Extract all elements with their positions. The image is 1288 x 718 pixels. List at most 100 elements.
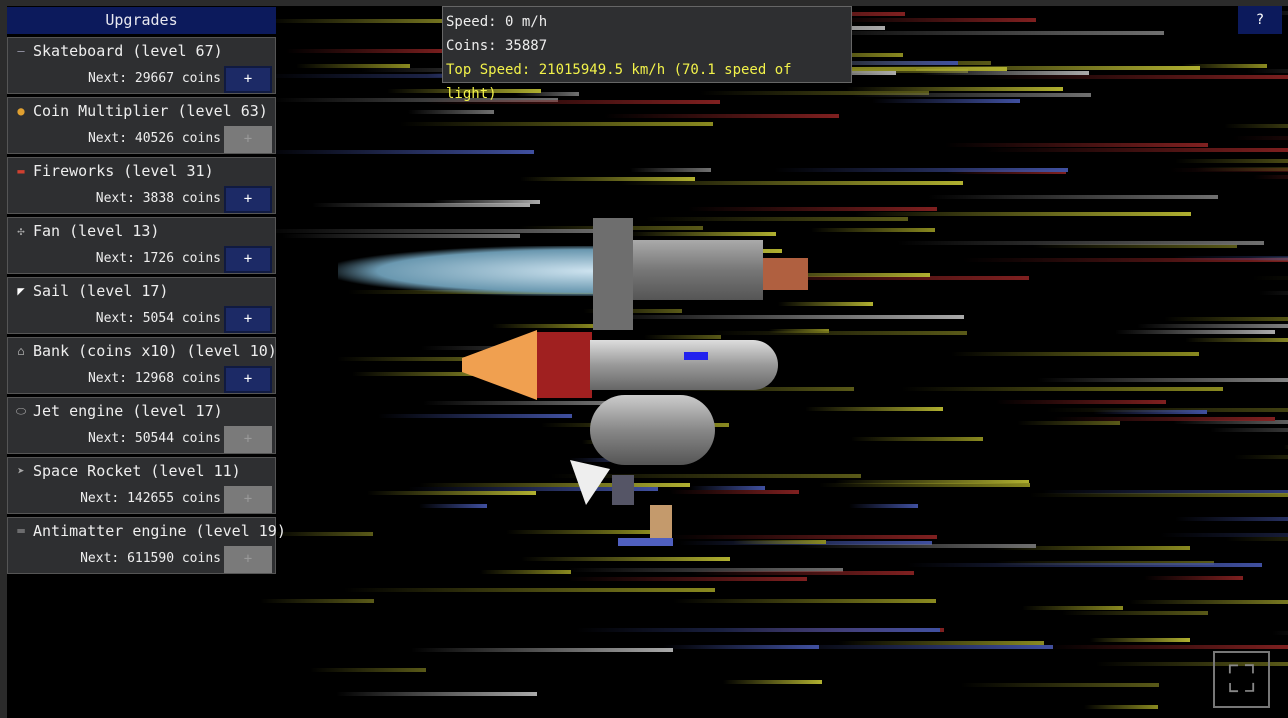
speed-streak	[1041, 490, 1288, 495]
speed-streak	[1053, 416, 1276, 421]
speed-streak	[1017, 420, 1120, 425]
speed-streak	[773, 168, 1069, 173]
speed-streak	[336, 691, 538, 696]
speed-streak	[1137, 323, 1288, 328]
upgrade-name: Fireworks (level 31)	[33, 162, 214, 180]
bank-icon: ⌂	[17, 344, 25, 358]
speed-streak	[673, 598, 936, 603]
speed-streak	[667, 535, 937, 540]
firework-icon: ▬	[17, 164, 25, 178]
speed-streak	[505, 529, 651, 534]
buy-upgrade-button[interactable]: +	[224, 66, 272, 93]
fullscreen-icon[interactable]: ⛶	[1213, 651, 1270, 708]
speed-streak	[689, 486, 766, 491]
upgrade-cost: Next: 611590 coins	[80, 551, 221, 566]
stats-box: Speed: 0 m/h Coins: 35887 Top Speed: 210…	[442, 6, 852, 102]
speed-streak	[285, 48, 452, 53]
speed-streak	[550, 474, 862, 479]
speed-streak	[598, 314, 964, 319]
jet-engine-icon: ⬭	[15, 404, 27, 418]
speed-streak	[961, 683, 1160, 688]
speed-streak	[296, 63, 411, 68]
speed-streak	[432, 200, 541, 205]
speed-streak	[811, 227, 936, 232]
speed-streak	[798, 544, 1036, 549]
speed-streak	[688, 206, 937, 211]
speed-streak	[270, 532, 374, 537]
speed-streak	[1174, 158, 1288, 163]
help-button[interactable]: ?	[1238, 6, 1282, 34]
speed-streak	[260, 599, 374, 604]
speed-streak	[646, 216, 908, 221]
speed-streak	[848, 503, 919, 508]
speed-streak	[567, 577, 807, 582]
buy-upgrade-button[interactable]: +	[224, 126, 272, 153]
speed-streak	[627, 232, 776, 237]
upgrade-item: ▬ Fireworks (level 31) Next: 3838 coins …	[7, 157, 276, 214]
speed-streak	[1046, 644, 1288, 649]
speed-streak	[901, 386, 1223, 391]
speed-streak	[603, 114, 839, 119]
speed-streak	[1083, 704, 1158, 709]
speed-streak	[834, 479, 1029, 484]
speed-streak	[984, 148, 1288, 152]
speed-streak	[1114, 330, 1275, 335]
buy-upgrade-button[interactable]: +	[224, 306, 272, 333]
speed-streak	[479, 569, 571, 574]
upgrade-name: Bank (coins x10) (level 10)	[33, 342, 277, 360]
speed-streak	[309, 668, 426, 673]
buy-upgrade-button[interactable]: +	[224, 246, 272, 273]
speed-readout: Speed: 0 m/h	[446, 14, 548, 30]
speed-streak	[778, 301, 873, 306]
speed-streak	[662, 644, 820, 649]
buy-upgrade-button[interactable]: +	[224, 426, 272, 453]
jet-engine	[590, 395, 715, 465]
speed-streak	[1030, 493, 1288, 498]
speed-streak	[1164, 317, 1288, 322]
speed-streak	[618, 180, 963, 185]
speed-streak	[1233, 455, 1288, 460]
buy-upgrade-button[interactable]: +	[224, 486, 272, 513]
upgrade-cost: Next: 50544 coins	[87, 431, 221, 446]
upgrade-cost: Next: 1726 coins	[95, 251, 221, 266]
coin-icon: ●	[17, 104, 25, 118]
speed-streak	[1092, 409, 1208, 414]
speed-streak	[918, 70, 1090, 75]
speed-streak	[1021, 606, 1123, 610]
speed-streak	[1089, 637, 1190, 642]
upgrade-name: Skateboard (level 67)	[33, 42, 223, 60]
speed-streak	[944, 142, 1209, 147]
upgrades-panel: Upgrades — Skateboard (level 67) Next: 2…	[7, 7, 286, 574]
speed-streak	[408, 109, 495, 114]
speed-streak	[853, 65, 1200, 70]
speed-streak	[282, 234, 520, 239]
upgrade-name: Fan (level 13)	[33, 222, 160, 240]
speed-streak	[265, 18, 535, 23]
speed-streak	[351, 372, 534, 377]
speed-streak	[419, 504, 487, 509]
buy-upgrade-button[interactable]: +	[224, 366, 272, 393]
speed-streak	[1258, 290, 1288, 295]
speed-streak	[1223, 124, 1288, 129]
speed-streak	[1249, 257, 1288, 262]
speed-streak	[907, 563, 1262, 568]
upgrade-item: ⬭ Jet engine (level 17) Next: 50544 coin…	[7, 397, 276, 454]
speed-streak	[418, 483, 690, 488]
speed-streak	[367, 490, 536, 495]
speed-streak	[410, 647, 674, 652]
speed-streak	[819, 483, 1031, 488]
upgrade-cost: Next: 29667 coins	[87, 71, 221, 86]
buy-upgrade-button[interactable]: +	[224, 546, 272, 573]
speed-streak	[630, 168, 711, 173]
speed-streak	[852, 93, 1091, 98]
player-on-skateboard	[570, 460, 675, 558]
upgrade-name: Antimatter engine (level 19)	[33, 522, 286, 540]
speed-streak	[733, 539, 827, 544]
speed-streak	[377, 414, 572, 419]
speed-streak	[492, 323, 596, 328]
upgrade-item: ✣ Fan (level 13) Next: 1726 coins +	[7, 217, 276, 274]
coins-readout: Coins: 35887	[446, 38, 548, 54]
speed-streak	[1172, 256, 1288, 261]
buy-upgrade-button[interactable]: +	[224, 186, 272, 213]
speed-streak	[1252, 275, 1288, 280]
